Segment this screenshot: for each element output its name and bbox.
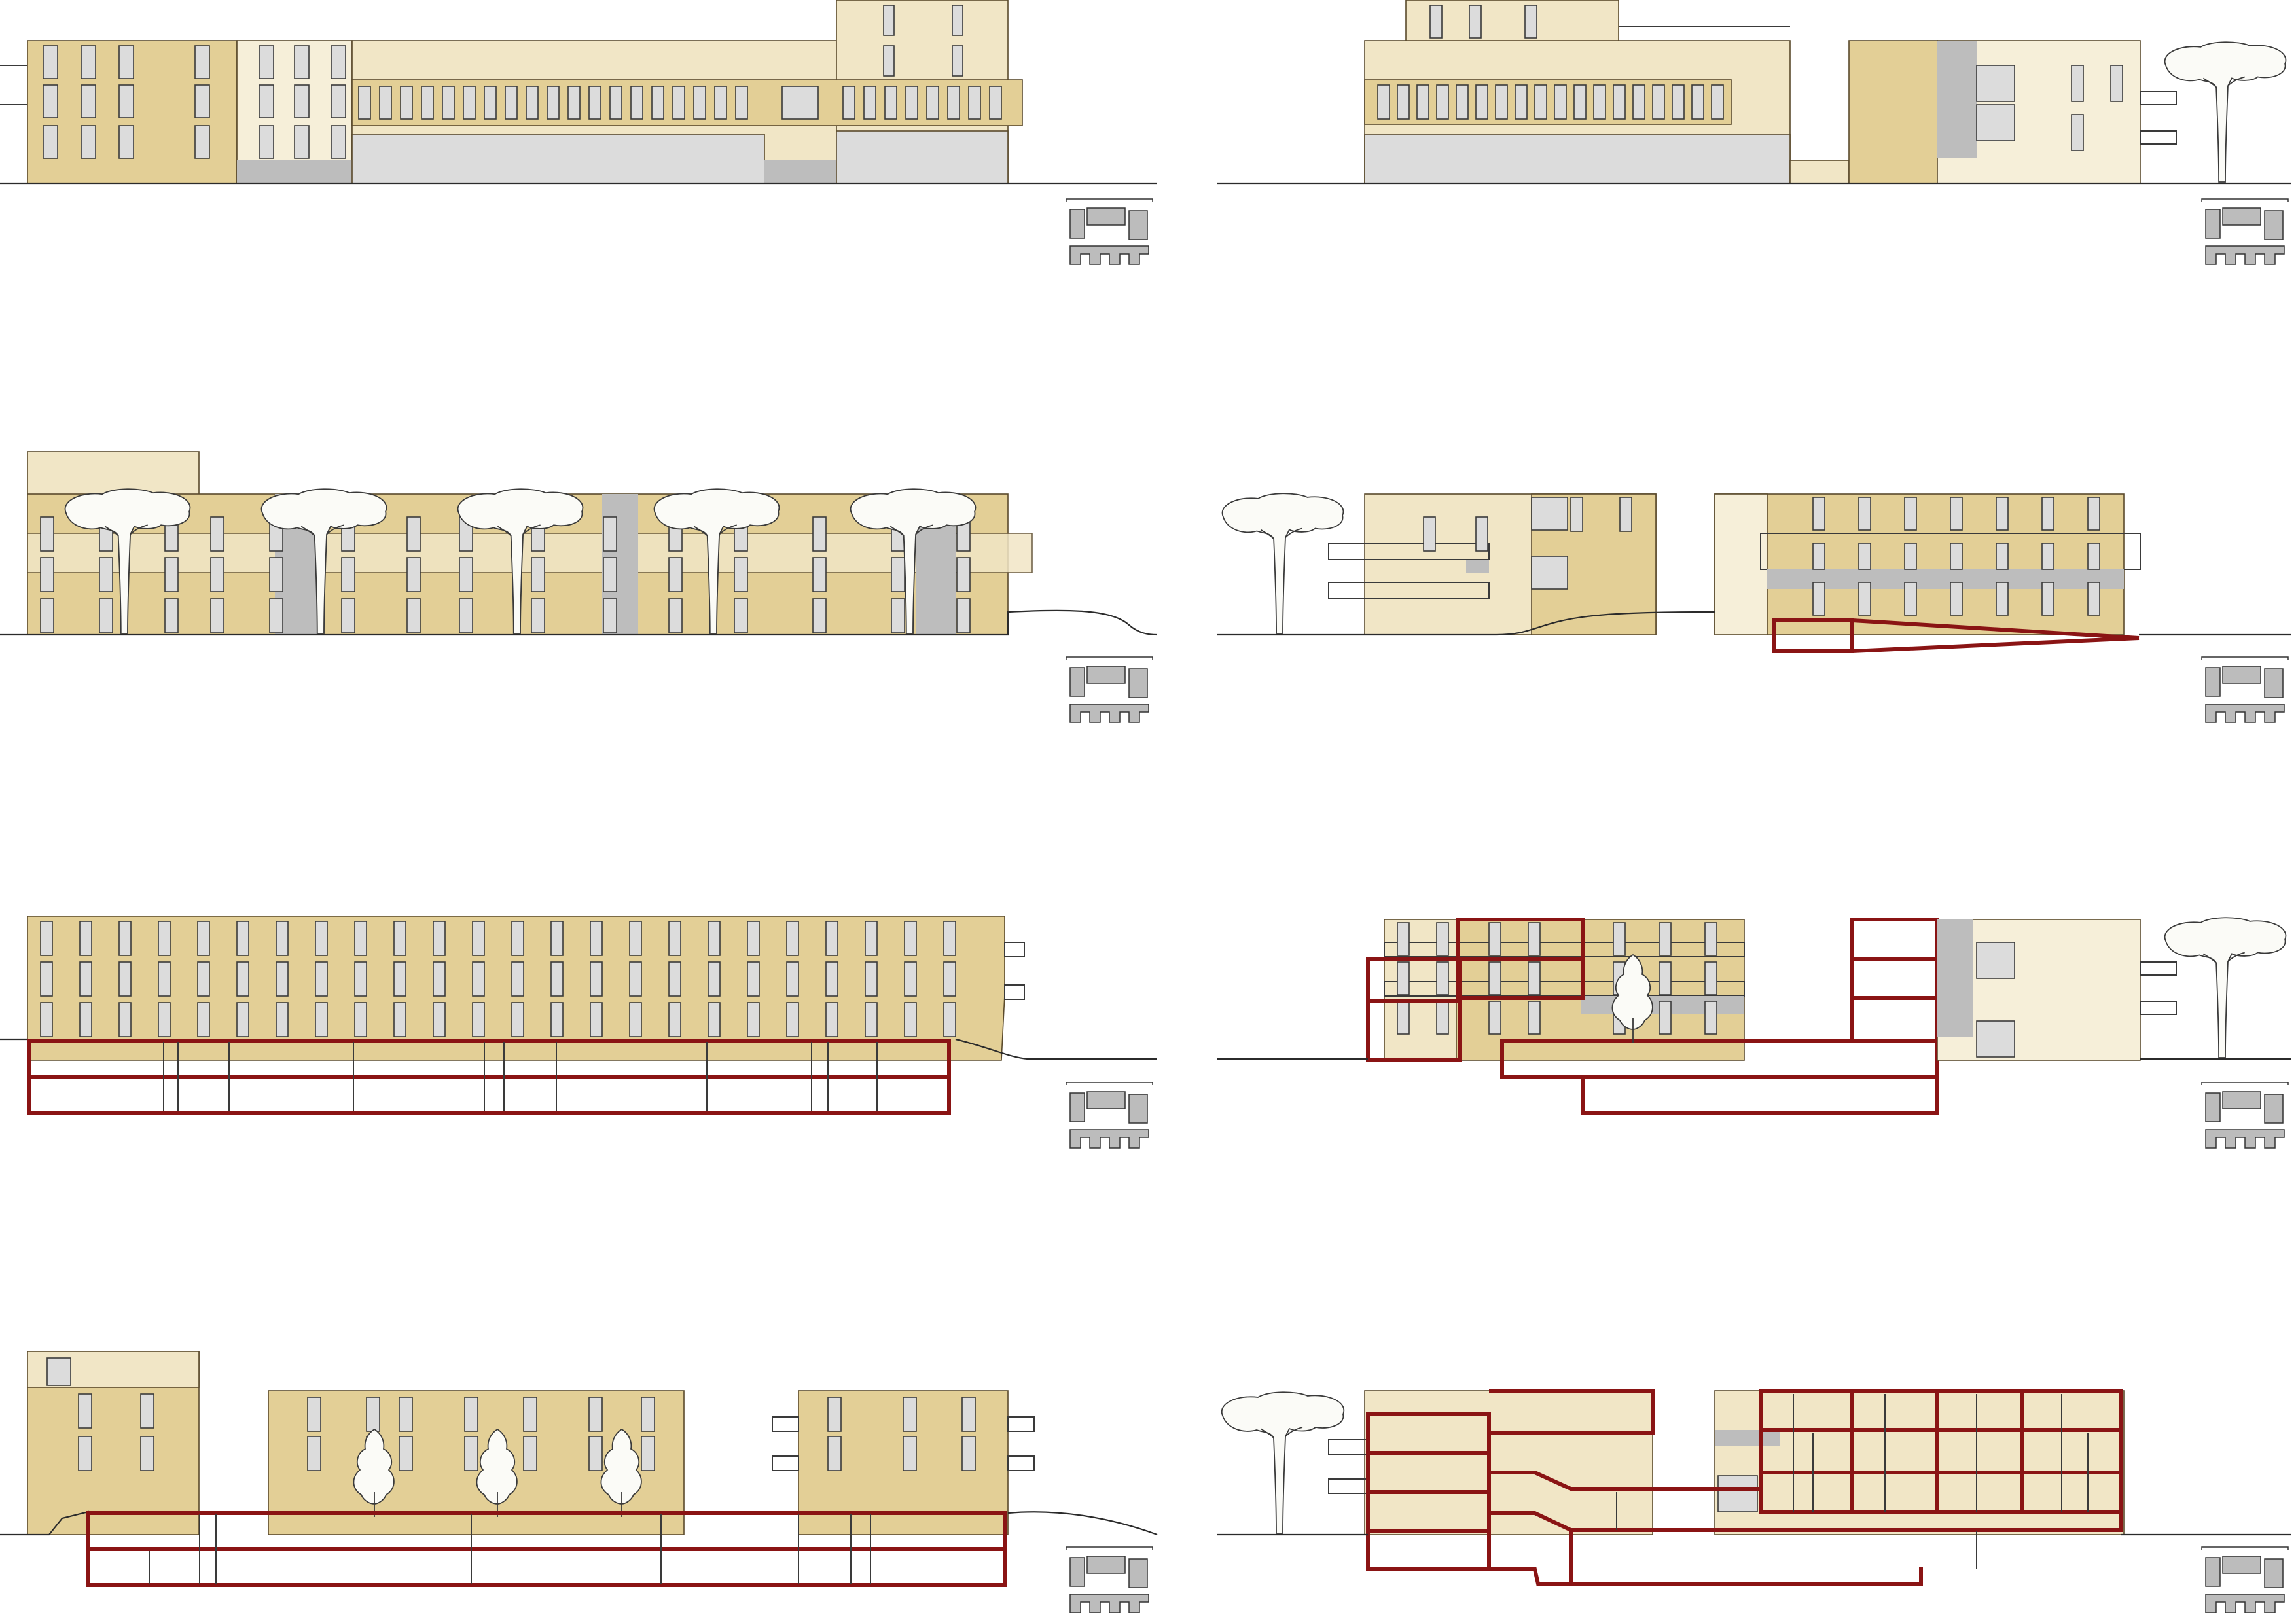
section-3 bbox=[0, 1351, 1158, 1613]
section-2 bbox=[1217, 917, 2291, 1149]
key-plan-icon bbox=[2201, 1082, 2289, 1149]
pine-tree-icon bbox=[1221, 493, 1344, 634]
section-1 bbox=[0, 916, 1157, 1149]
pine-tree-icon bbox=[2164, 41, 2287, 183]
section-4 bbox=[1217, 1389, 2291, 1613]
key-plan-icon bbox=[1066, 656, 1153, 723]
key-plan-icon bbox=[1066, 1546, 1153, 1613]
elevation-4 bbox=[1217, 493, 2291, 723]
key-plan-icon bbox=[1066, 198, 1153, 265]
pine-tree-icon bbox=[1221, 1391, 1345, 1534]
elevation-2 bbox=[1217, 0, 2291, 265]
elevation-1 bbox=[0, 0, 1157, 265]
key-plan-icon bbox=[1066, 1082, 1153, 1149]
key-plan-icon bbox=[2201, 198, 2289, 265]
pine-tree-icon bbox=[2164, 917, 2287, 1058]
key-plan-icon bbox=[2201, 1546, 2289, 1613]
elevation-3 bbox=[0, 451, 1158, 723]
key-plan-icon bbox=[2201, 656, 2289, 723]
